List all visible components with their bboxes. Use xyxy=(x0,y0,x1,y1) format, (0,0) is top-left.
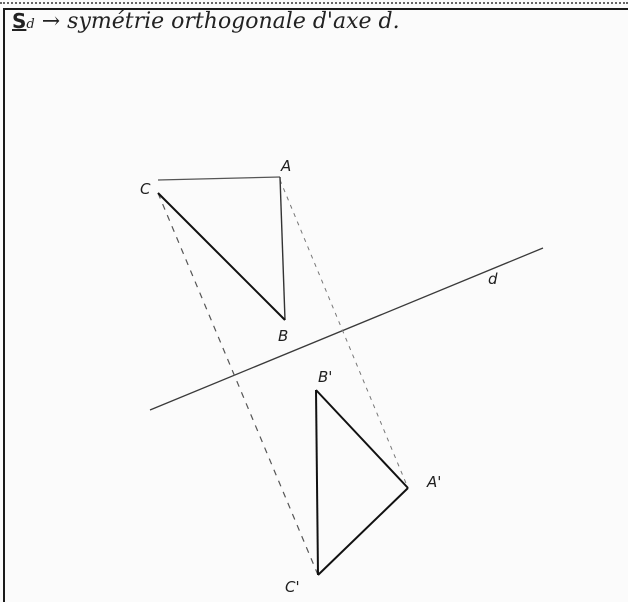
axis-d-label: d xyxy=(488,270,498,288)
vertex-label-c: C xyxy=(140,180,151,198)
vertex-label-b: B xyxy=(278,327,288,345)
symmetry-symbol: S xyxy=(12,9,27,33)
segment-ca xyxy=(157,176,281,181)
axis-d-line xyxy=(149,247,544,411)
paper-frame xyxy=(3,8,628,602)
segment-cb xyxy=(157,192,286,321)
vertex-label-c-prime: C' xyxy=(285,578,300,596)
segment-a-prime-c-prime xyxy=(317,487,409,576)
construction-line-c xyxy=(157,192,319,576)
page-title: Sd → symétrie orthogonale d'axe d. xyxy=(12,9,400,34)
vertex-label-a: A xyxy=(280,157,291,175)
segment-ab xyxy=(279,176,286,321)
vertex-label-a-prime: A' xyxy=(426,473,441,491)
symmetry-symbol-subscript: d xyxy=(26,17,35,32)
title-text: → symétrie orthogonale d'axe d. xyxy=(41,9,400,34)
construction-line-a xyxy=(279,179,409,489)
segment-b-prime-a-prime xyxy=(315,389,409,489)
segment-b-prime-c-prime xyxy=(315,389,319,576)
page-top-border xyxy=(0,2,628,8)
vertex-label-b-prime: B' xyxy=(318,368,332,386)
